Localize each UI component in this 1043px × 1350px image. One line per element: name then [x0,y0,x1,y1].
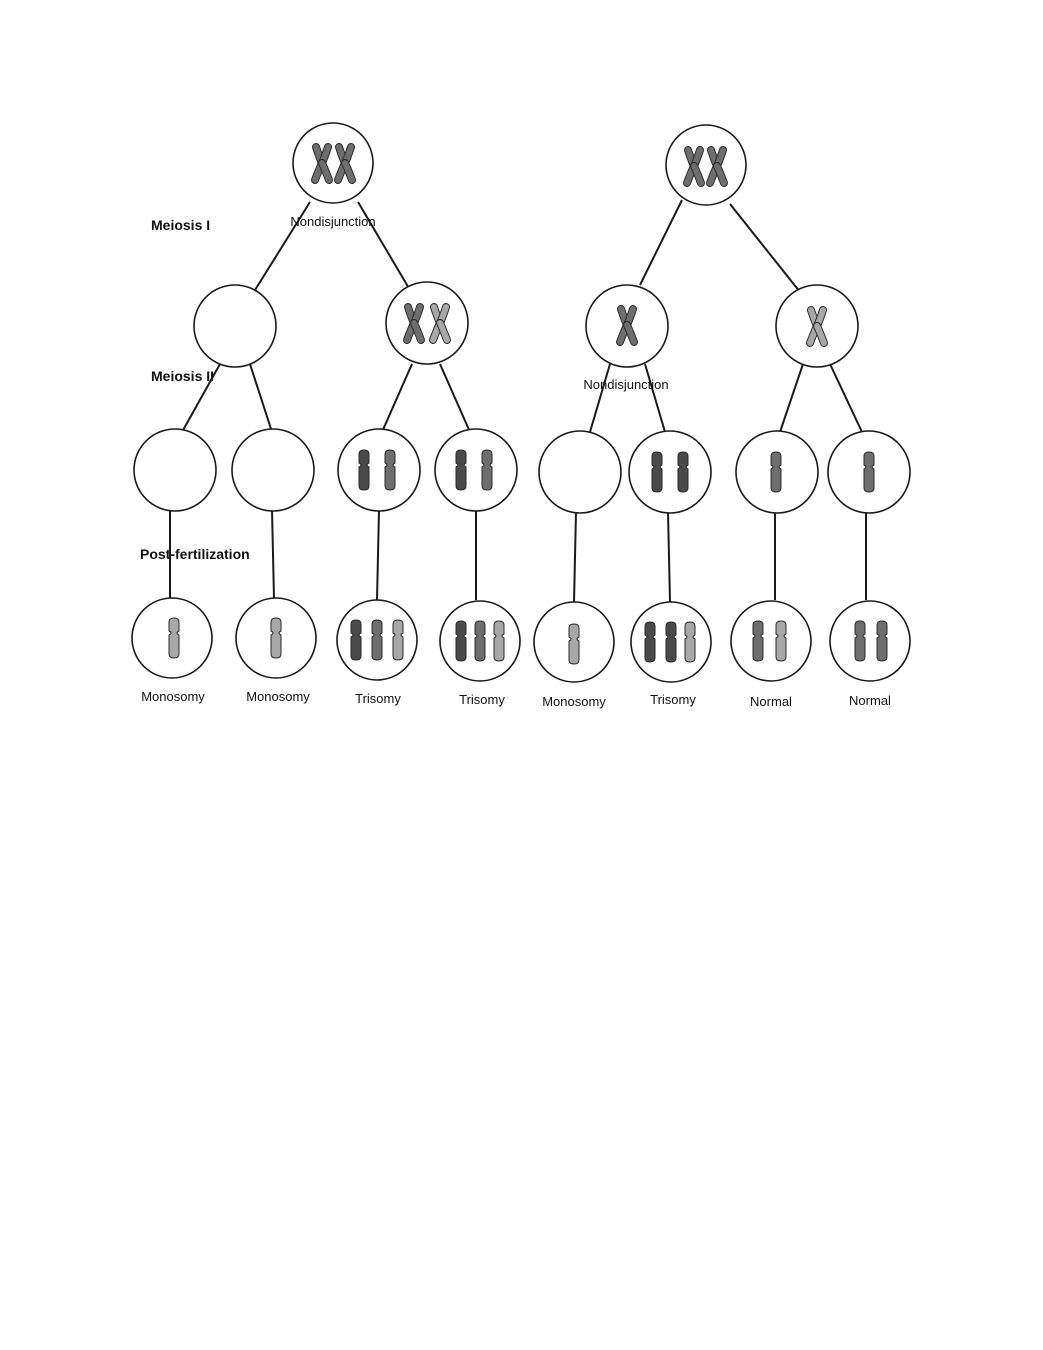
cells [131,122,911,683]
cell-gamete [337,428,421,512]
replicated-chromosome [311,143,333,184]
connector [729,203,801,293]
connector [779,363,804,433]
chromatid [775,620,787,662]
connector-lines [169,199,867,603]
cell-meiosis1-left-a [193,284,277,368]
chromatid [568,623,580,665]
cell-parent-left [292,122,374,204]
chromatid [665,621,677,663]
chromosomes [168,143,888,665]
cell-gamete [231,428,315,512]
replicated-chromosome [334,143,356,184]
connector [181,363,221,433]
connector [667,511,671,603]
cell-gamete [538,430,622,514]
chromatid [455,449,467,491]
connector [357,201,411,291]
chromatid [854,620,866,662]
chromatid [863,451,875,493]
meiosis-1-label: Meiosis I [151,217,210,233]
chromatid [644,621,656,663]
cell-gamete [628,430,712,514]
outcome-label: Normal [750,694,792,709]
connector [381,363,413,433]
replicated-chromosome [429,303,451,344]
connector [644,363,666,433]
connector [829,363,863,433]
chromatid [684,621,696,663]
chromatid [168,617,180,659]
cell-parent-right [665,124,747,206]
chromatid [770,451,782,493]
connector [376,509,380,601]
chromatid [752,620,764,662]
post-fertilization-label: Post-fertilization [140,546,250,562]
nondisjunction-label-right: Nondisjunction [583,377,668,392]
outcome-label: Normal [849,693,891,708]
outcome-label: Trisomy [650,692,696,707]
chromatid [350,619,362,661]
outcome-label: Trisomy [355,691,401,706]
replicated-chromosome [683,146,705,187]
chromatid [455,620,467,662]
connector [249,363,273,433]
chromatid [270,617,282,659]
cell-gamete [133,428,217,512]
outcome-labels: Monosomy Monosomy Trisomy Trisomy Monoso… [141,689,891,709]
nondisjunction-label-left: Nondisjunction [290,214,375,229]
cell-meiosis1-left-b [385,281,469,365]
chromatid [677,451,689,493]
chromatid [493,620,505,662]
chromatid [392,619,404,661]
chromatid [474,620,486,662]
chromatid [651,451,663,493]
cell-zygote [829,600,911,682]
connector [589,363,611,433]
replicated-chromosome [706,146,728,187]
connector [439,363,471,433]
chromatid [384,449,396,491]
chromatid [481,449,493,491]
outcome-label: Monosomy [141,689,205,704]
replicated-chromosome [806,306,828,347]
connector [254,201,311,291]
connector [271,509,275,599]
cell-zygote [730,600,812,682]
outcome-label: Trisomy [459,692,505,707]
outcome-label: Monosomy [246,689,310,704]
chromatid [371,619,383,661]
replicated-chromosome [403,303,425,344]
connector [573,511,577,603]
outcome-label: Monosomy [542,694,606,709]
chromatid [358,449,370,491]
connector [639,199,683,286]
chromatid [876,620,888,662]
replicated-chromosome [616,305,638,346]
meiosis-2-label: Meiosis II [151,368,214,384]
cell-gamete [434,428,518,512]
